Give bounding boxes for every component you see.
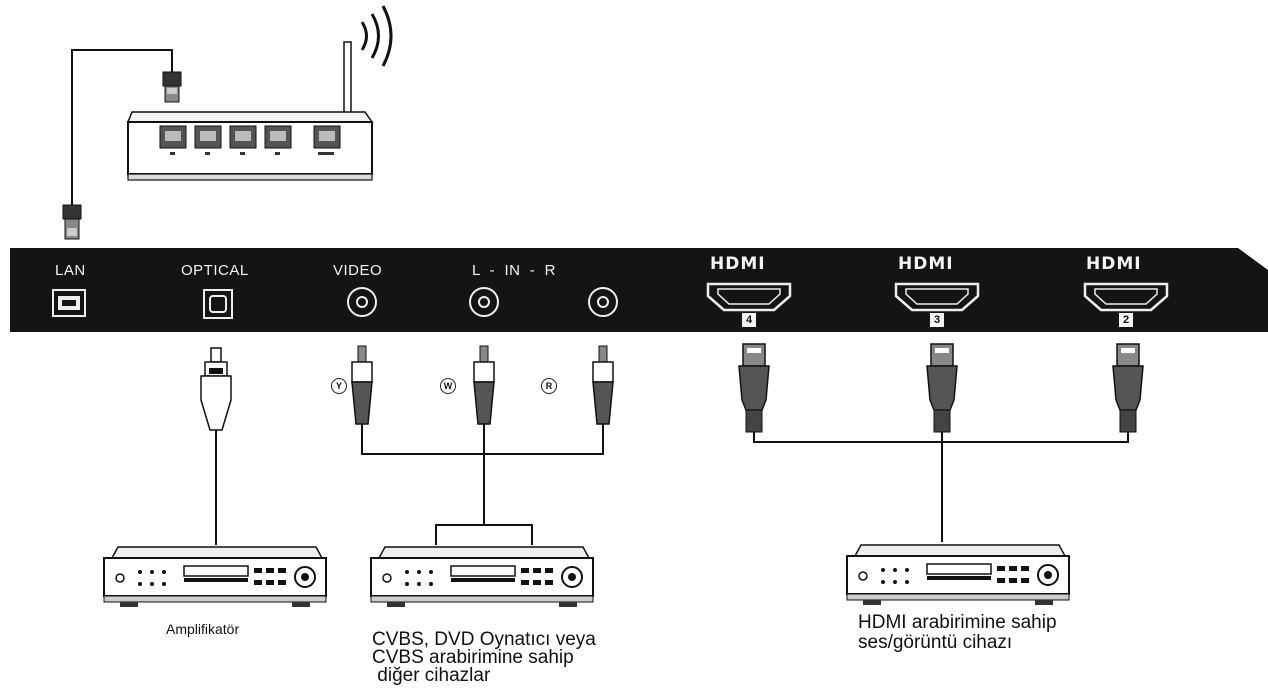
lan-cable xyxy=(62,49,182,240)
hdmi-caption-line-1: HDMI arabirimine sahip xyxy=(858,612,1057,633)
tv-back-panel xyxy=(10,248,1268,332)
amplifier-device-icon xyxy=(103,546,327,607)
yellow-connector-badge: Y xyxy=(331,378,347,394)
hdmi-caption-line-2: ses/görüntü cihazı xyxy=(858,632,1013,653)
optical-cable xyxy=(200,347,232,545)
cvbs-caption-line-2: CVBS arabirimine sahip xyxy=(372,647,574,668)
rca-cables xyxy=(351,345,614,545)
amplifier-caption: Amplifikatör xyxy=(166,621,240,637)
cvbs-caption-line-1: CVBS, DVD Oynatıcı veya xyxy=(372,629,596,650)
cvbs-caption-line-3: diğer cihazlar xyxy=(372,665,491,686)
router-icon xyxy=(126,5,393,181)
optical-port-label: OPTICAL xyxy=(181,262,249,279)
audio-right-jack-icon xyxy=(588,287,618,317)
hdmi-device-caption: HDMI arabirimine sahip ses/görüntü cihaz… xyxy=(858,613,1057,653)
audio-in-port-label: L - IN - R xyxy=(472,262,556,279)
hdmi-port-3-number: 3 xyxy=(930,313,944,327)
hdmi-cables xyxy=(738,343,1144,542)
video-jack-icon xyxy=(347,287,377,317)
cvbs-device-icon xyxy=(370,546,594,607)
lan-port-icon xyxy=(52,289,86,317)
audio-left-jack-icon xyxy=(469,287,499,317)
white-connector-badge: W xyxy=(440,378,456,394)
lan-port-label: LAN xyxy=(55,262,86,279)
hdmi-logo-2: HDMI xyxy=(1086,254,1142,274)
hdmi-port-2-icon xyxy=(1083,282,1169,312)
cvbs-device-caption: CVBS, DVD Oynatıcı veya CVBS arabirimine… xyxy=(372,629,596,686)
hdmi-port-4-number: 4 xyxy=(742,313,756,327)
hdmi-port-2-number: 2 xyxy=(1119,313,1133,327)
hdmi-port-4-icon xyxy=(706,282,792,312)
hdmi-logo-3: HDMI xyxy=(898,254,954,274)
hdmi-port-3-icon xyxy=(894,282,980,312)
red-connector-badge: R xyxy=(541,378,557,394)
hdmi-logo-4: HDMI xyxy=(710,254,766,274)
optical-port-icon xyxy=(203,289,233,319)
video-port-label: VIDEO xyxy=(333,262,383,279)
hdmi-device-icon xyxy=(846,544,1070,605)
